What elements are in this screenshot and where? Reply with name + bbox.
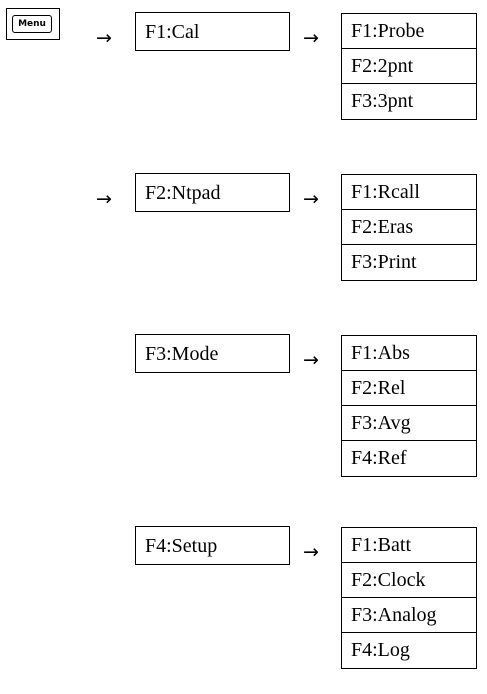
submenu-item-rcall[interactable]: F1:Rcall — [342, 175, 476, 210]
menu-item-ntpad[interactable]: F2:Ntpad — [135, 173, 290, 212]
submenu-item-abs[interactable]: F1:Abs — [342, 336, 476, 371]
submenu-item-print[interactable]: F3:Print — [351, 251, 417, 273]
submenu-item-2pnt[interactable]: F2:2pnt — [342, 49, 476, 84]
submenu-item-probe[interactable]: F1:Probe — [342, 14, 476, 49]
submenu-item-eras[interactable]: F2:Eras — [342, 210, 476, 245]
submenu-item-batt[interactable]: F1:Batt — [342, 528, 476, 563]
arrow-menu-to-cal: → — [96, 27, 112, 49]
submenu-cal: F1:Probe F2:2pnt F3:3pnt — [341, 13, 477, 120]
arrow-to-ntpad: → — [96, 188, 112, 210]
submenu-item-log[interactable]: F4:Log — [351, 639, 410, 661]
menu-item-cal[interactable]: F1:Cal — [135, 12, 290, 51]
menu-key-button[interactable]: Menu — [6, 8, 60, 40]
menu-item-setup[interactable]: F4:Setup — [135, 526, 290, 565]
arrow-cal-to-submenu: → — [303, 27, 319, 49]
submenu-mode: F1:Abs F2:Rel F3:Avg F4:Ref — [341, 335, 477, 477]
menu-key-label: Menu — [12, 15, 52, 33]
arrow-ntpad-to-submenu: → — [303, 188, 319, 210]
submenu-ntpad: F1:Rcall F2:Eras F3:Print — [341, 174, 477, 281]
arrow-mode-to-submenu: → — [303, 349, 319, 371]
submenu-item-avg[interactable]: F3:Avg — [342, 406, 476, 441]
submenu-item-ref[interactable]: F4:Ref — [351, 447, 407, 469]
arrow-setup-to-submenu: → — [303, 541, 319, 563]
submenu-item-analog[interactable]: F3:Analog — [342, 598, 476, 633]
submenu-item-rel[interactable]: F2:Rel — [342, 371, 476, 406]
submenu-setup: F1:Batt F2:Clock F3:Analog F4:Log — [341, 527, 477, 669]
submenu-item-clock[interactable]: F2:Clock — [342, 563, 476, 598]
submenu-item-3pnt[interactable]: F3:3pnt — [351, 90, 414, 112]
menu-item-mode[interactable]: F3:Mode — [135, 334, 290, 373]
